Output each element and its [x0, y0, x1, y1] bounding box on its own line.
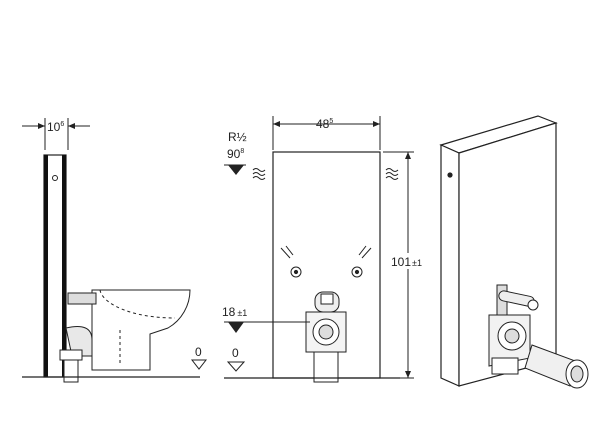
width-dimension: [272, 116, 381, 150]
pipe-height-marker: [228, 322, 244, 333]
depth-label: 106: [47, 120, 64, 134]
floor-zero-label-side: 0: [195, 345, 202, 359]
floor-marker-side: [190, 359, 208, 370]
height-label: 101±1: [391, 255, 422, 269]
module-side-panel: [43, 154, 67, 378]
wall-anchor-icon-right: [351, 245, 372, 278]
thread-label: R½: [228, 130, 247, 144]
width-label: 485: [316, 117, 333, 131]
perspective-view: [439, 115, 589, 389]
water-inlet-icon: [252, 168, 399, 180]
floor-marker-front: [226, 361, 246, 372]
toilet-bowl-side: [59, 289, 191, 383]
drain-connection: [305, 291, 347, 383]
front-view: 485 R½ 908: [222, 116, 426, 383]
module-side-face: [440, 144, 460, 387]
floor-zero-label-front: 0: [232, 346, 239, 360]
depth-dimension: [22, 118, 90, 150]
inlet-height-label: 908: [227, 147, 244, 161]
inlet-marker: [228, 165, 244, 175]
pipe-height-label: 18±1: [222, 305, 247, 319]
side-view: 106 0: [22, 118, 208, 383]
drain-elbow-pipe: [488, 284, 589, 389]
wall-anchor-icon-left: [280, 245, 302, 278]
